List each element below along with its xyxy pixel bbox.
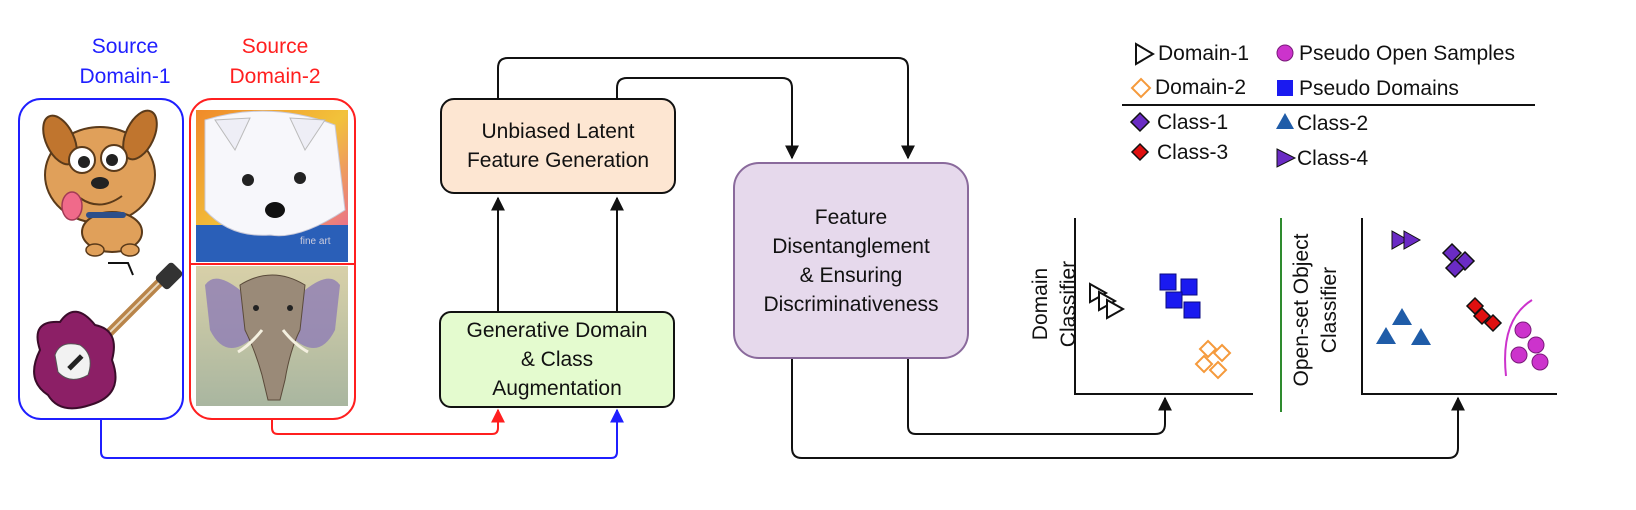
arrow-domain2-to-generative — [271, 408, 505, 435]
legend-domain1-label: Domain-1 — [1158, 42, 1250, 65]
class1-points — [1441, 242, 1476, 279]
arrow-unbiased-to-disentangle-inner — [616, 77, 799, 160]
arrow-disentangle-to-domain-classifier — [907, 358, 1172, 435]
legend-class3-marker — [1130, 142, 1150, 162]
puppy-cartoon-icon — [42, 109, 158, 257]
legend-class4-label: Class-4 — [1297, 147, 1369, 170]
open-set-boundary-curve — [1504, 299, 1533, 377]
pseudo-open-points — [1510, 321, 1549, 371]
guitar-icon — [33, 262, 183, 410]
legend-class2-marker — [1276, 113, 1294, 129]
pseudo-domain-points — [1159, 273, 1201, 319]
class2-points — [1376, 308, 1431, 345]
legend-pseudo-domains-label: Pseudo Domains — [1299, 77, 1459, 100]
legend-class1-marker — [1129, 111, 1151, 133]
domain2-points — [1194, 339, 1232, 380]
legend-class1-label: Class-1 — [1157, 111, 1229, 134]
arrow-domain1-to-generative — [100, 408, 624, 459]
small-arrow — [108, 262, 134, 276]
generative-domain-class-augmentation-box: Generative Domain & Class Augmentation — [439, 311, 675, 408]
domain-classifier-label: Domain Classifier — [1029, 260, 1080, 348]
source-domain-1-label: Source Domain-1 — [79, 35, 171, 88]
legend-pseudo-open-label: Pseudo Open Samples — [1299, 42, 1515, 65]
class3-points — [1465, 296, 1503, 333]
legend-class4-marker — [1276, 148, 1297, 168]
dog-painting-icon: fine art — [196, 110, 348, 262]
feature-disentanglement-box: Feature Disentanglement & Ensuring Discr… — [733, 162, 969, 359]
legend-domain2-marker — [1130, 77, 1152, 99]
unbiased-latent-feature-generation-box: Unbiased Latent Feature Generation — [440, 98, 676, 194]
domain1-points — [1089, 282, 1126, 320]
legend-domain2-label: Domain-2 — [1155, 76, 1247, 99]
svg-text:fine art: fine art — [300, 236, 331, 247]
arrow-unbiased-to-disentangle-outer — [497, 57, 915, 160]
legend-class3-label: Class-3 — [1157, 141, 1229, 164]
legend-class2-label: Class-2 — [1297, 112, 1369, 135]
legend-pseudo-domains-marker — [1277, 80, 1293, 96]
legend-domain1-marker — [1135, 42, 1155, 66]
source-domain-2-label: Source Domain-2 — [229, 35, 321, 88]
openset-classifier-label: Open-set Object Classifier — [1290, 233, 1341, 387]
arrow-disentangle-to-openset-classifier — [791, 358, 1465, 459]
elephant-painting-icon — [196, 266, 348, 406]
class4-points — [1391, 230, 1422, 250]
openset-classifier-axes — [1361, 218, 1557, 395]
legend-pseudo-open-marker — [1276, 44, 1294, 62]
domain-classifier-axes — [1074, 218, 1253, 395]
